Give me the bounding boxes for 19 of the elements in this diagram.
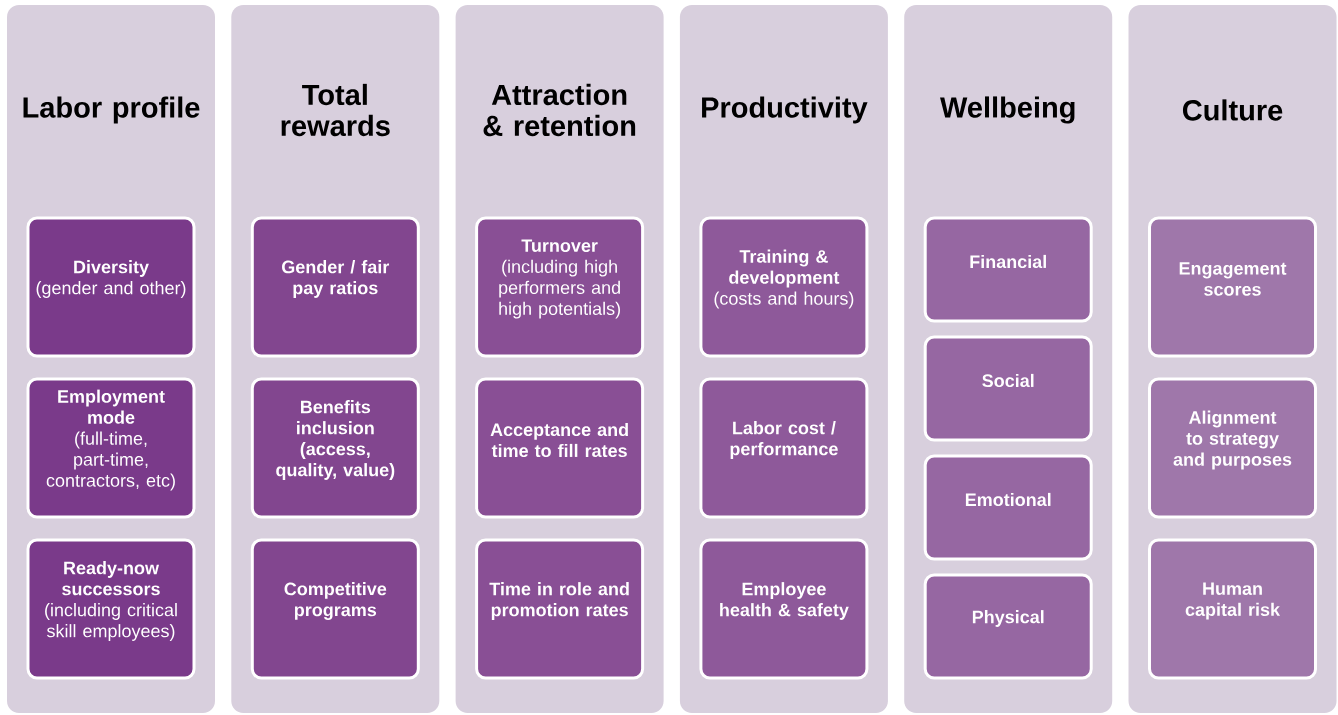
metric-box: Social <box>923 335 1093 442</box>
metric-box: Employment mode (full-time, part-time, contractors, etc) <box>26 377 196 519</box>
metric-box: Physical <box>923 573 1093 680</box>
metric-box: Gender / fair pay ratios <box>250 216 420 358</box>
metric-box: Human capital risk <box>1148 538 1317 680</box>
metric-box: Labor cost / performance <box>699 377 869 519</box>
metric-box: Acceptance and time to fill rates <box>475 377 645 519</box>
metric-box: Turnover (including high performers and high potentials) <box>475 216 645 358</box>
metric-box: Emotional <box>923 454 1093 561</box>
metric-box: Training & development (costs and hours) <box>699 216 869 358</box>
metric-box: Diversity (gender and other) <box>26 216 196 358</box>
metric-box: Time in role and promotion rates <box>475 538 645 680</box>
metric-box: Benefits inclusion (access, quality, value) <box>250 377 420 519</box>
metric-box: Ready-now successors (including critical skill employees) <box>26 538 196 680</box>
metric-box: Financial <box>923 216 1093 323</box>
metric-box: Alignment to strategy and purposes <box>1148 377 1317 519</box>
metric-box: Competitive programs <box>250 538 420 680</box>
metric-box: Engagement scores <box>1148 216 1317 358</box>
metric-box: Employee health & safety <box>699 538 869 680</box>
